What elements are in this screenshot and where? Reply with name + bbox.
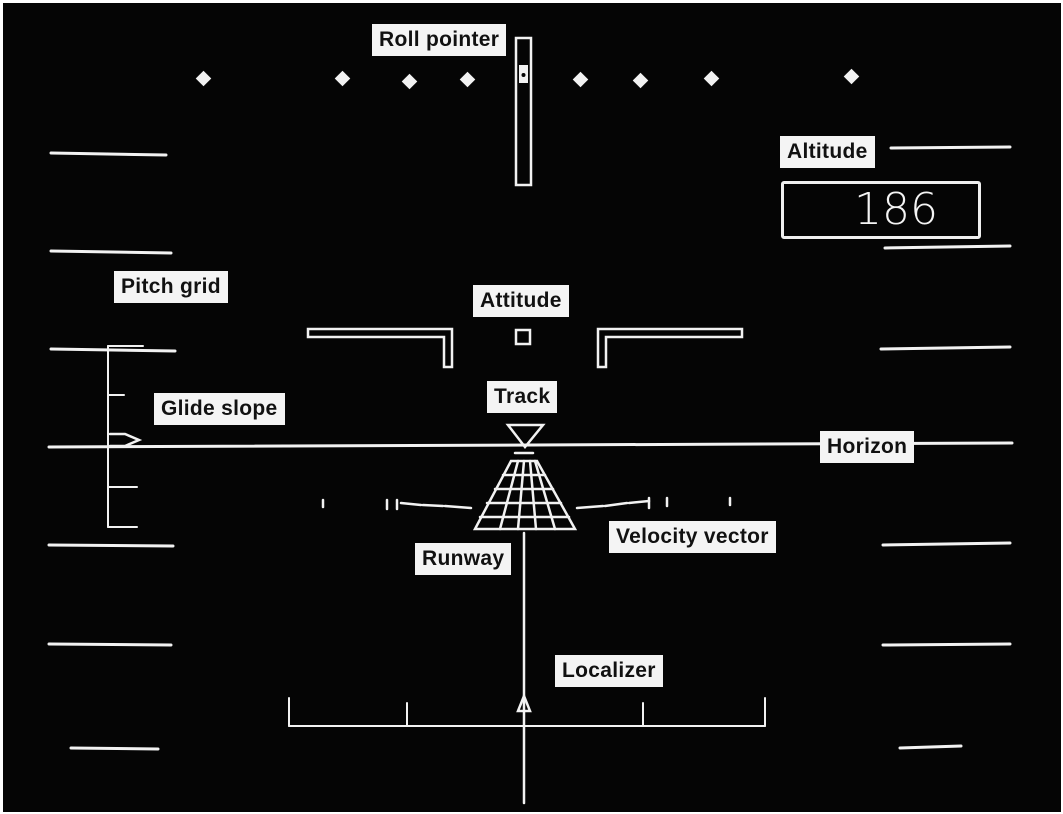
attitude-symbol bbox=[306, 327, 744, 369]
roll-pointer bbox=[514, 36, 533, 187]
label-attitude: Attitude bbox=[473, 285, 569, 317]
pitch-ladder-right bbox=[879, 145, 1012, 750]
label-runway: Runway bbox=[415, 543, 512, 575]
altitude-readout: 186 bbox=[781, 181, 981, 239]
label-pitch-grid: Pitch grid bbox=[114, 271, 228, 303]
roll-mark bbox=[703, 70, 720, 87]
glide-slope-indicator bbox=[108, 432, 143, 448]
roll-mark bbox=[401, 73, 418, 90]
roll-mark bbox=[195, 70, 212, 87]
label-localizer: Localizer bbox=[555, 655, 663, 687]
runway-symbol bbox=[472, 451, 578, 531]
label-altitude: Altitude bbox=[780, 136, 875, 168]
roll-mark bbox=[459, 71, 476, 88]
pitch-ladder-left bbox=[47, 151, 177, 751]
velocity-vector bbox=[321, 496, 732, 511]
roll-mark bbox=[572, 71, 589, 88]
roll-mark bbox=[632, 72, 649, 89]
localizer bbox=[288, 531, 766, 805]
label-horizon: Horizon bbox=[820, 431, 915, 463]
track-marker bbox=[505, 423, 546, 450]
label-velocity-vector: Velocity vector bbox=[609, 521, 776, 553]
roll-mark bbox=[843, 68, 860, 85]
label-glide-slope: Glide slope bbox=[154, 393, 285, 425]
label-roll-pointer: Roll pointer bbox=[372, 24, 507, 56]
roll-mark bbox=[334, 70, 351, 87]
label-track: Track bbox=[487, 381, 558, 413]
display-screen: 186 Roll pointer Altitude Pitch grid Att… bbox=[3, 3, 1061, 812]
glide-slope-scale bbox=[107, 345, 144, 528]
